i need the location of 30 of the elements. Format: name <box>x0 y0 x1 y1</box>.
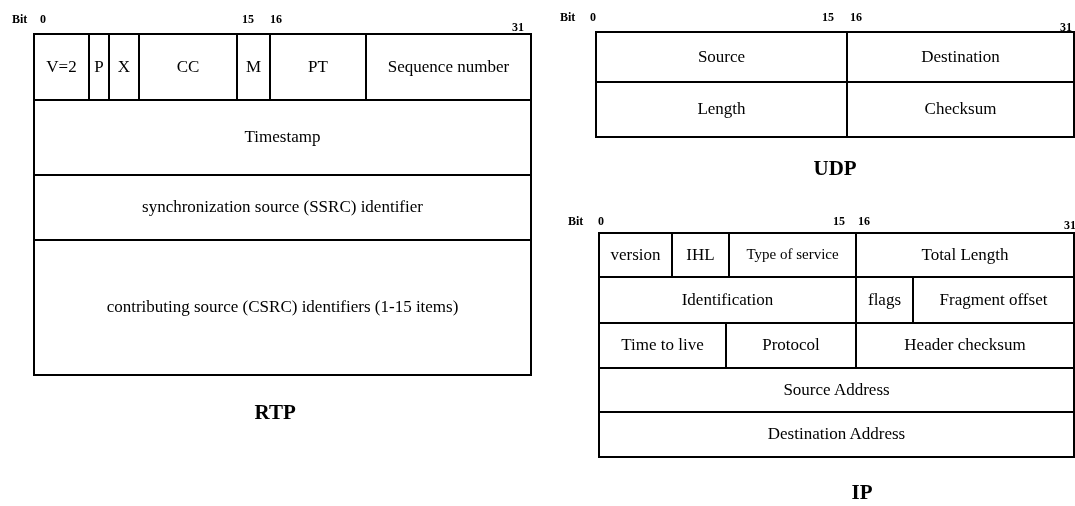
bit-number: Bit <box>568 214 584 229</box>
bit-number: 15 <box>822 10 834 25</box>
protocol-caption: RTP <box>254 400 296 425</box>
header-field: Timestamp <box>33 99 532 176</box>
header-field: V=2 <box>33 33 90 101</box>
header-field: synchronization source (SSRC) identifier <box>33 174 532 241</box>
protocol-caption: IP <box>851 480 873 505</box>
bit-number: 31 <box>512 20 524 35</box>
bit-number: 15 <box>242 12 254 27</box>
bit-number: 0 <box>40 12 46 27</box>
bit-number: Bit <box>12 12 28 27</box>
header-field: Destination Address <box>598 411 1075 458</box>
bit-number: Bit <box>560 10 576 25</box>
bit-number: 16 <box>850 10 862 25</box>
header-field: contributing source (CSRC) identifiers (1-15 items) <box>33 239 532 376</box>
header-field: Sequence number <box>365 33 532 101</box>
header-field: Source <box>595 31 848 83</box>
header-field: Checksum <box>846 81 1075 138</box>
bit-number: 0 <box>590 10 596 25</box>
header-field: Source Address <box>598 367 1075 413</box>
bit-number: 0 <box>598 214 604 229</box>
bit-number: 31 <box>1064 218 1075 233</box>
bit-number: 15 <box>833 214 845 229</box>
header-field: version <box>598 232 673 278</box>
header-field: Total Length <box>855 232 1075 278</box>
header-field: Destination <box>846 31 1075 83</box>
header-field: Length <box>595 81 848 138</box>
bit-number: 16 <box>858 214 870 229</box>
bit-number: 16 <box>270 12 282 27</box>
protocol-caption: UDP <box>813 156 857 181</box>
